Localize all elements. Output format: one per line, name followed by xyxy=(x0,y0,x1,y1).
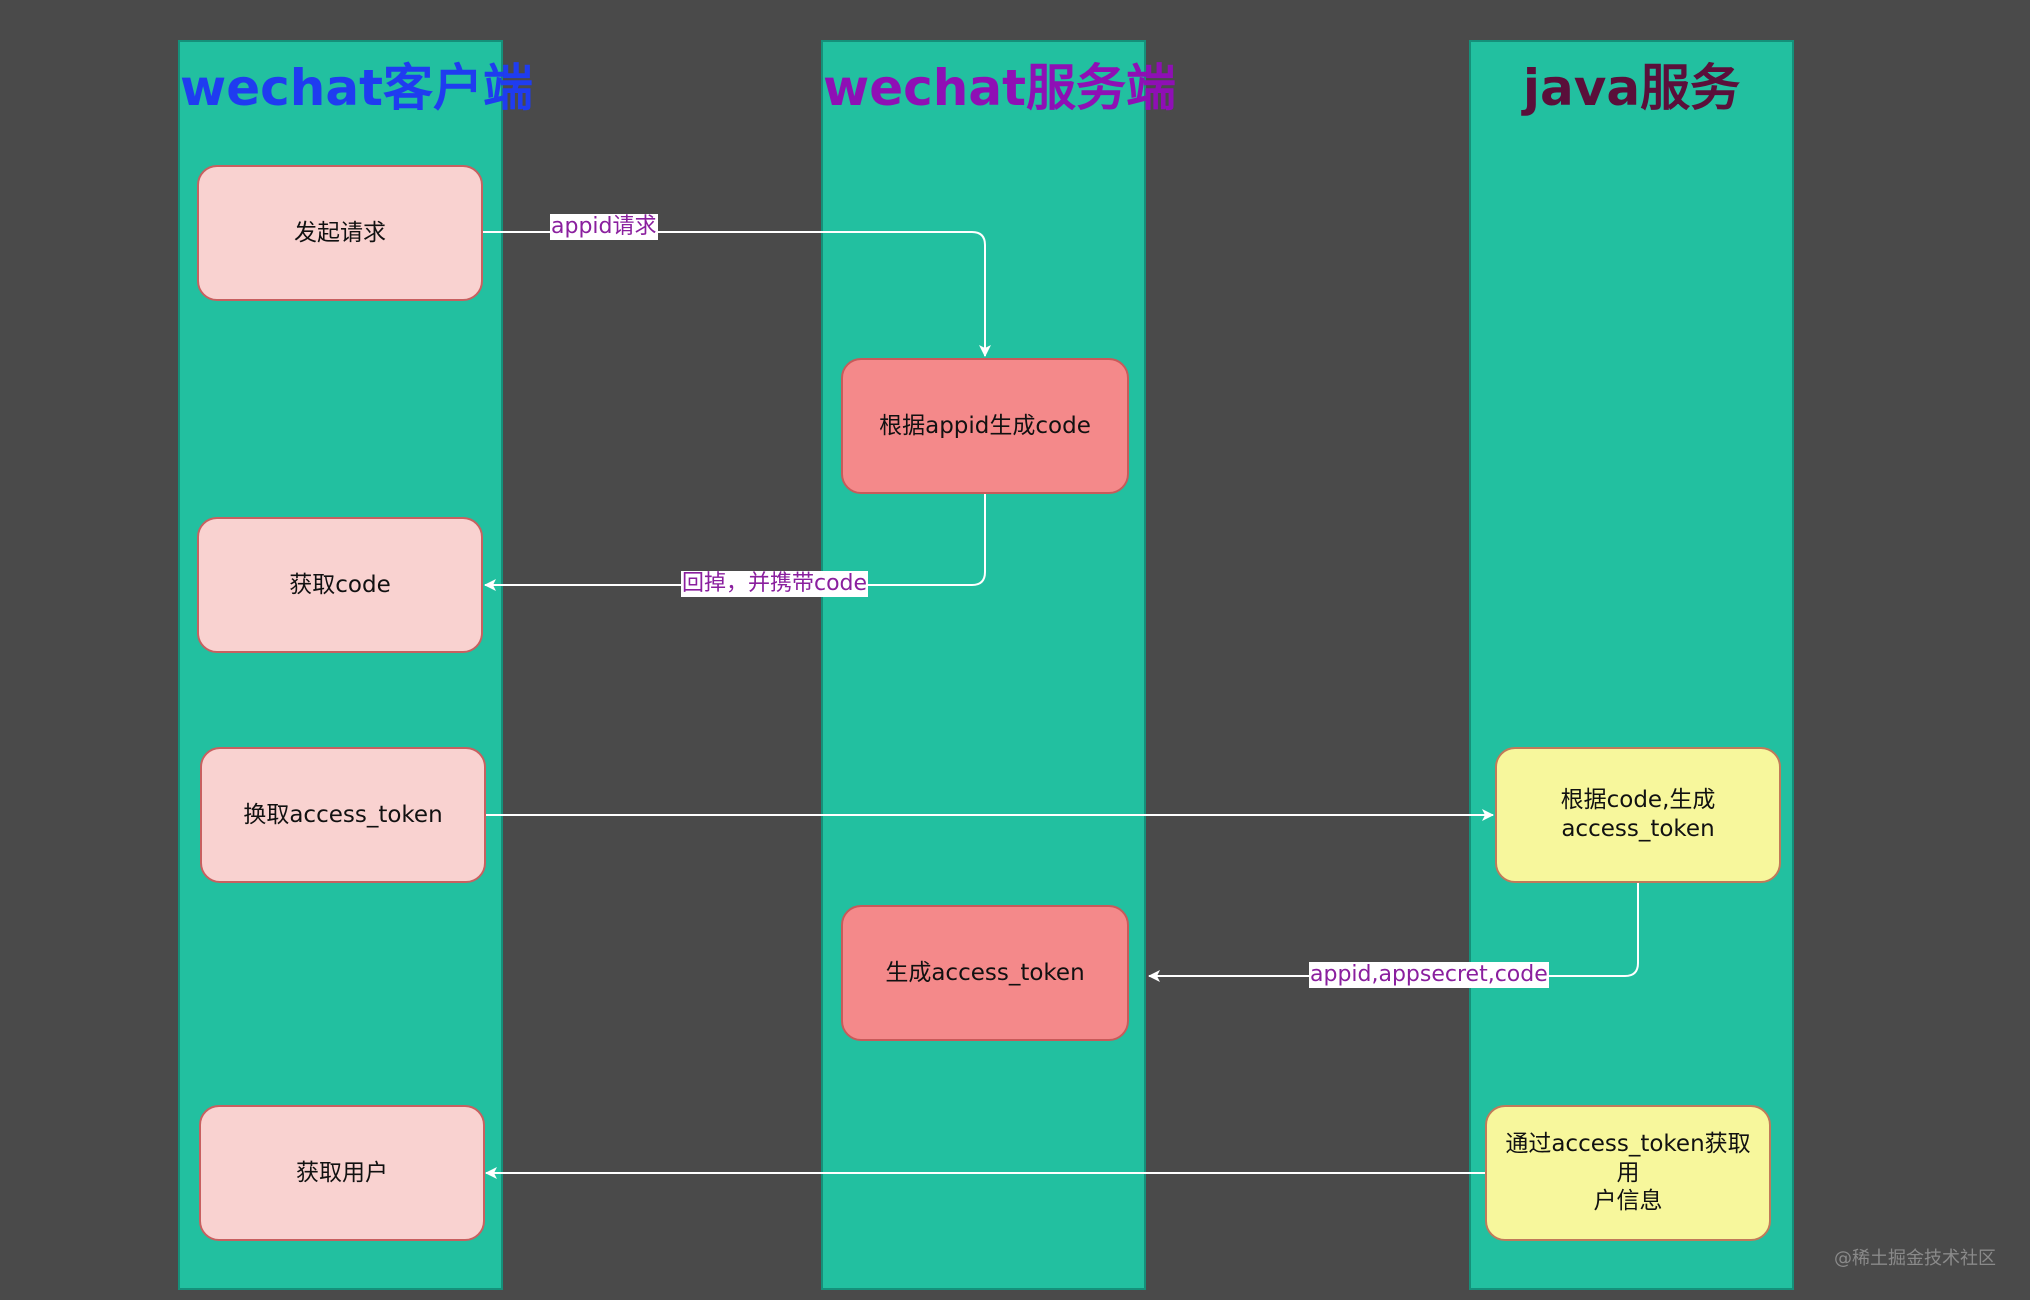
node-exchange-token-label: 换取access_token xyxy=(243,801,443,828)
node-generate-token-java: 根据code,生成 access_token xyxy=(1495,747,1781,883)
node-exchange-token: 换取access_token xyxy=(200,747,486,883)
node-get-code-label: 获取code xyxy=(289,571,391,598)
lane-title-java-service: java服务 xyxy=(1522,59,1741,117)
node-generate-code-label: 根据appid生成code xyxy=(879,412,1091,439)
node-get-user-info-label: 通过access_token获取用 户信息 xyxy=(1505,1130,1751,1215)
node-get-code: 获取code xyxy=(197,517,483,653)
node-get-user: 获取用户 xyxy=(199,1105,485,1241)
edge-label-appid-appsecret-code: appid,appsecret,code xyxy=(1309,962,1549,989)
node-get-user-label: 获取用户 xyxy=(296,1159,388,1186)
edge-label-callback-with-code: 回掉，并携带code xyxy=(681,571,869,598)
node-get-user-info: 通过access_token获取用 户信息 xyxy=(1485,1105,1771,1241)
lane-wechat-server: wechat服务端 xyxy=(821,40,1176,1290)
node-generate-token-wechat-label: 生成access_token xyxy=(885,959,1085,986)
node-generate-token-wechat: 生成access_token xyxy=(841,905,1129,1041)
lane-title-wechat-client: wechat客户端 xyxy=(180,59,533,117)
watermark: @稀土掘金技术社区 xyxy=(1834,1248,1996,1269)
node-generate-token-java-label: 根据code,生成 access_token xyxy=(1560,787,1716,842)
node-initiate-request-label: 发起请求 xyxy=(294,219,386,246)
node-initiate-request: 发起请求 xyxy=(197,165,483,301)
edge-label-appid-request: appid请求 xyxy=(550,214,658,241)
lane-java-service: java服务 xyxy=(1469,40,1794,1290)
lane-title-wechat-server: wechat服务端 xyxy=(823,59,1176,117)
node-generate-code: 根据appid生成code xyxy=(841,358,1129,494)
